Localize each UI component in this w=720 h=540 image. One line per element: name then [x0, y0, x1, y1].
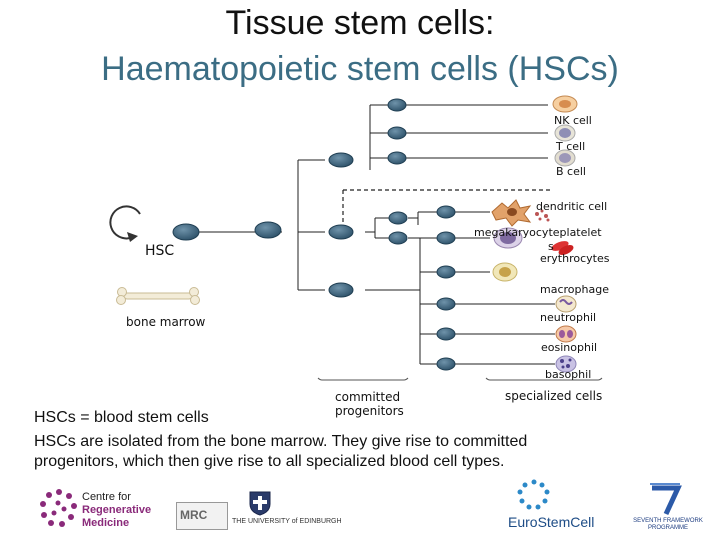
eosinophil-icon	[555, 325, 577, 343]
edinburgh-crest-icon	[246, 488, 274, 516]
body-line-2: HSCs are isolated from the bone marrow. …	[34, 433, 528, 450]
label-basophil: basophil	[545, 368, 592, 381]
b-cell-icon	[554, 149, 576, 167]
body-line-1: HSCs = blood stem cells	[34, 409, 209, 426]
label-erythrocytes: erythrocytes	[540, 252, 610, 265]
label-nk-cell: NK cell	[554, 114, 592, 127]
body-line-3: progenitors, which then give rise to all…	[34, 453, 505, 470]
label-committed-progenitors: committed progenitors	[335, 390, 404, 418]
t-cell-icon	[554, 124, 576, 142]
nk-cell-icon	[552, 95, 578, 113]
slide-subtitle: Haematopoietic stem cells (HSCs)	[101, 50, 619, 88]
crm-line-2: Regenerative	[82, 504, 152, 516]
label-b-cell: B cell	[556, 165, 586, 178]
label-bone-marrow: bone marrow	[126, 315, 206, 329]
mrc-logo-text: MRC	[180, 508, 208, 522]
megakaryocyte-icon	[493, 227, 523, 249]
erythrocytes-icon	[551, 241, 574, 255]
crm-line-3: Medicine	[82, 517, 130, 529]
edinburgh-logo-text: THE UNIVERSITY of EDINBURGH	[232, 518, 342, 525]
label-eosinophil: eosinophil	[541, 341, 598, 354]
neutrophil-icon	[555, 295, 577, 313]
dendritic-cell-dots-icon	[535, 209, 550, 222]
hsc-cell	[109, 205, 200, 242]
slide-title: Tissue stem cells:	[225, 4, 495, 42]
label-megakaryocyte-platelets: megakaryocyteplatelet	[474, 226, 602, 239]
group-braces	[317, 377, 603, 381]
label-dendritic-cell: dendritic cell	[536, 200, 608, 213]
label-macrophage: macrophage	[540, 283, 609, 296]
crm-logo-icon	[36, 486, 82, 532]
basophil-icon	[555, 355, 577, 373]
mrc-logo: MRC	[176, 502, 228, 530]
dendritic-dashed-lines	[342, 189, 550, 226]
bone-icon	[116, 287, 200, 305]
progenitor-cells	[254, 98, 456, 371]
label-neutrophil: neutrophil	[540, 311, 597, 324]
eurostemcell-logo-text: EuroStemCell	[508, 514, 595, 530]
label-platelets-suffix: s	[548, 240, 554, 253]
label-specialized-cells: specialized cells	[505, 389, 603, 403]
label-hsc: HSC	[145, 243, 175, 259]
crm-logo-text: Centre for Regenerative Medicine	[82, 491, 151, 530]
eurostemcell-logo-icon	[514, 478, 554, 514]
macrophage-icon	[492, 262, 518, 282]
crm-line-1: Centre for	[82, 491, 131, 503]
dendritic-cell-icon	[491, 199, 532, 227]
fp7-logo-text: SEVENTH FRAMEWORK PROGRAMME	[633, 518, 703, 531]
label-t-cell: T cell	[556, 140, 586, 153]
fp7-logo-icon	[646, 478, 686, 518]
